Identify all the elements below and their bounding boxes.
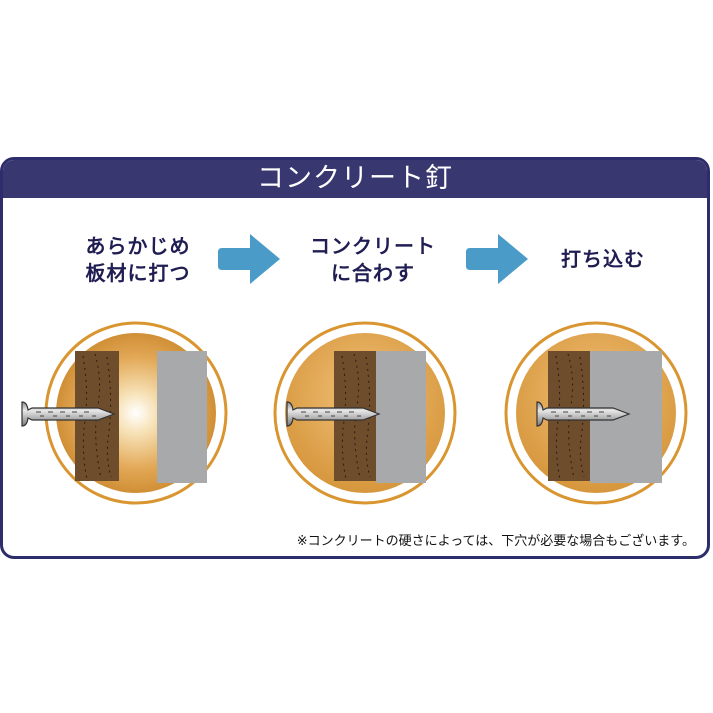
- panel-title: コンクリート釘: [3, 160, 707, 198]
- step-1-label: あらかじめ 板材に打つ: [63, 233, 213, 287]
- step-1-line-1: あらかじめ: [85, 234, 191, 258]
- step-2-line-2: に合わす: [331, 261, 415, 285]
- step-2-label: コンクリート に合わす: [288, 233, 458, 287]
- step-1-line-2: 板材に打つ: [85, 261, 191, 285]
- nail-in-board-icon: [21, 321, 228, 505]
- step-3-line-1: 打ち込む: [561, 247, 645, 271]
- nail-driven-into-concrete-icon: [504, 321, 688, 505]
- arrow-right-icon: [218, 234, 280, 284]
- arrow-right-icon: [466, 234, 528, 284]
- board-against-concrete-icon: [273, 321, 457, 505]
- step-2-line-1: コンクリート: [310, 234, 436, 258]
- step-3-label: 打ち込む: [538, 246, 668, 273]
- instruction-panel: コンクリート釘 あらかじめ 板材に打つ コンクリート に合わす 打ち込む: [0, 157, 710, 559]
- footnote: ※コンクリートの硬さによっては、下穴が必要な場合もございます。: [296, 534, 695, 549]
